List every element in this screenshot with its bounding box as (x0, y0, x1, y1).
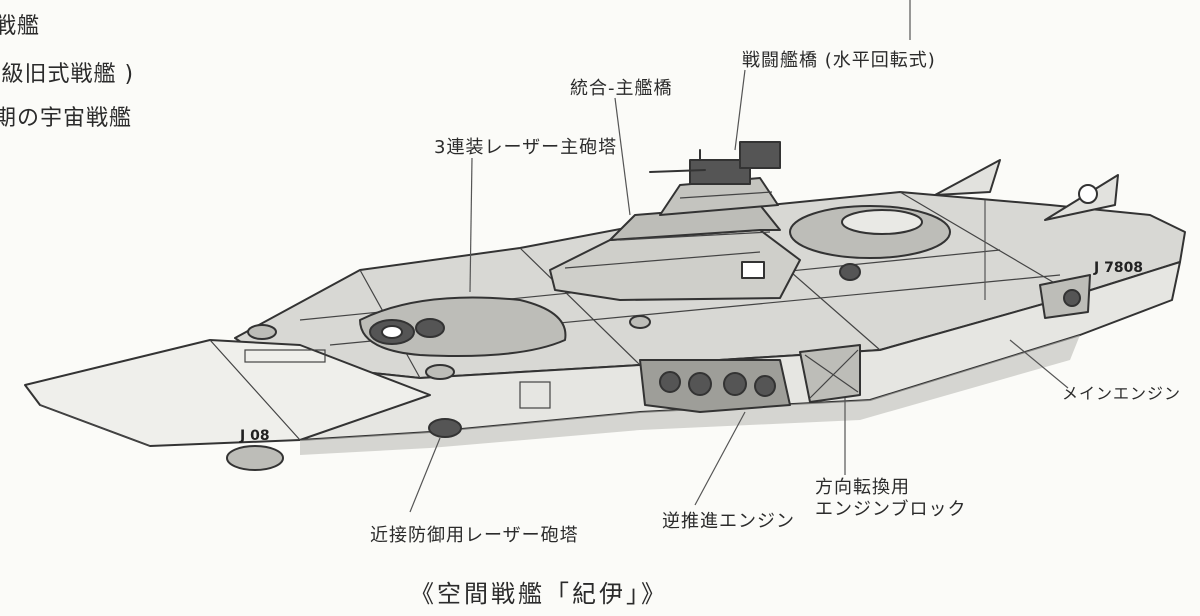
label-main-engine: メインエンジン (1062, 384, 1182, 403)
leader-close-defense (409, 437, 441, 513)
label-main-bridge: 統合-主艦橋 (570, 78, 673, 99)
leader-main-bridge (614, 97, 631, 216)
header-line-2: J級旧式戦艦 ) (0, 62, 135, 87)
stern-marking: J 7808 (1093, 260, 1143, 276)
leader-main-engine (1009, 339, 1069, 389)
direction-engine-block (799, 344, 861, 403)
leader-reverse-engine (694, 411, 746, 506)
label-direction-engine-1: 方向転換用 (815, 477, 910, 498)
label-close-defense: 近接防御用レーザー砲塔 (370, 525, 579, 546)
rear-laser-turret (789, 205, 951, 259)
superstructure (549, 141, 801, 301)
label-bridge-rotating: 戦闘艦橋 (水平回転式) (742, 50, 936, 71)
header-line-1: 戦艦 (0, 14, 41, 39)
hull-underside (300, 335, 1080, 455)
label-direction-engine-2: エンジンブロック (815, 499, 967, 520)
close-defense-turret (428, 418, 462, 438)
figure-caption: 《空間戦艦「紀伊」》 (410, 580, 668, 608)
fin-center (934, 159, 1001, 196)
forward-laser-turret (359, 296, 567, 357)
leader-triple-laser (469, 157, 473, 293)
header-line-3: 期の宇宙戦艦 (0, 106, 133, 131)
label-reverse-engine: 逆推進エンジン (662, 511, 795, 532)
label-triple-laser: 3連装レーザー主砲塔 (434, 137, 618, 158)
reverse-engine-block (639, 359, 791, 413)
leader-bridge-rotating (734, 69, 746, 151)
bow-marking: J 08 (239, 428, 270, 444)
